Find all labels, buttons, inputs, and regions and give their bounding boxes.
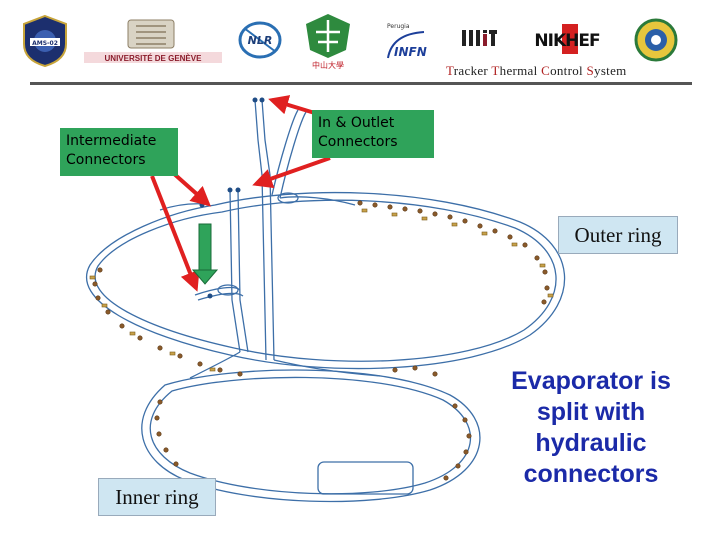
outer-ring-tube [87,193,565,369]
outer-ring-label: Outer ring [558,216,678,254]
inner-ring-tube-inner [150,377,470,493]
in-outlet-connectors-label: In & Outlet Connectors [312,110,434,158]
evaporator-note: Evaporator is split with hydraulic conne… [500,366,682,490]
inner-ring-label: Inner ring [98,478,216,516]
intermediate-connectors-label: Intermediate Connectors [60,128,178,176]
flow-direction-arrow [193,224,217,284]
